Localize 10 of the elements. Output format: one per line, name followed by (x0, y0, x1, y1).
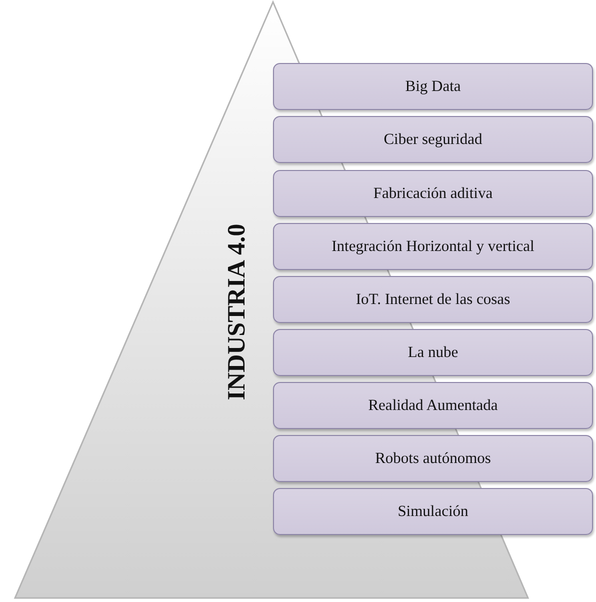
technology-bar: Big Data (273, 63, 593, 110)
technology-bar: Integración Horizontal y vertical (273, 223, 593, 270)
technology-bar: La nube (273, 329, 593, 376)
technology-bar: Robots autónomos (273, 435, 593, 482)
technology-bar: Ciber seguridad (273, 116, 593, 163)
technology-bar: Simulación (273, 488, 593, 535)
technology-bar: Realidad Aumentada (273, 382, 593, 429)
technology-bar: IoT. Internet de las cosas (273, 276, 593, 323)
pyramid-title: INDUSTRIA 4.0 (224, 224, 250, 400)
technology-bar: Fabricación aditiva (273, 170, 593, 217)
